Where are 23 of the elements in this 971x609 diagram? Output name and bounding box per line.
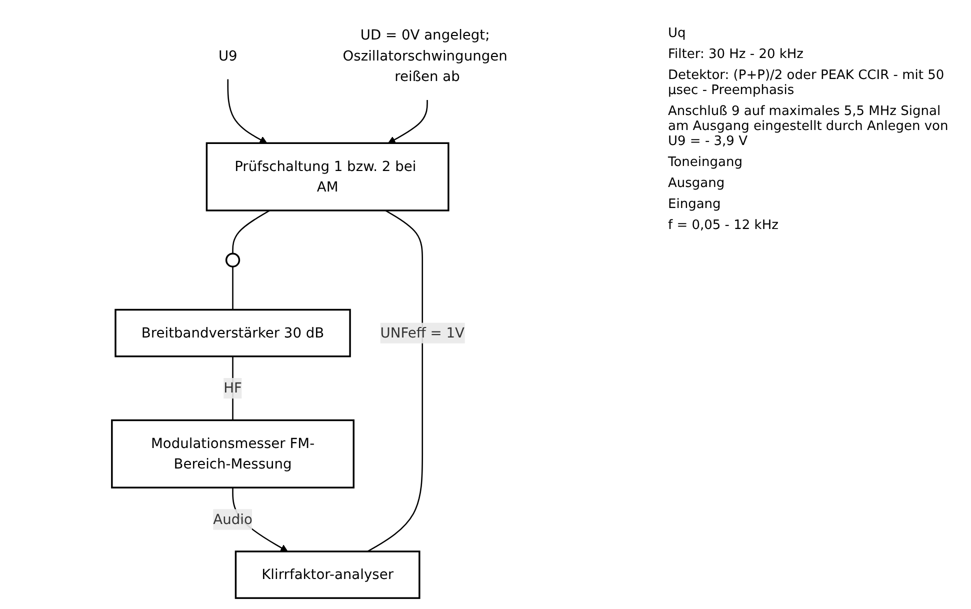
arrow bbox=[388, 99, 428, 143]
node-box: Modulationsmesser FM-Bereich-Messung bbox=[111, 418, 354, 488]
node-text: UD = 0V angelegt; Oszillatorschwingungen reißen ab bbox=[342, 26, 508, 84]
note-text: Toneingang bbox=[668, 155, 744, 170]
note-text: Uq bbox=[668, 26, 687, 41]
note-text: Eingang bbox=[668, 197, 722, 212]
connector bbox=[232, 209, 270, 254]
note-text: f = 0,05 - 12 kHz bbox=[668, 218, 780, 233]
connector bbox=[367, 209, 423, 552]
edge-label: HF bbox=[224, 379, 242, 396]
node-box: Breitbandverstärker 30 dB bbox=[114, 308, 351, 357]
connector bbox=[232, 266, 234, 310]
note-text: Filter: 30 Hz - 20 kHz bbox=[668, 47, 805, 62]
edge-label: Audio bbox=[213, 510, 252, 527]
note-text: Ausgang bbox=[668, 176, 726, 191]
node-circle bbox=[225, 252, 240, 267]
note-text: Detektor: (P+P)/2 oder PEAK CCIR - mit 50 µsec - Preemphasis bbox=[668, 68, 946, 98]
node-box: Klirrfaktor-analyser bbox=[234, 550, 420, 598]
note-text: Anschluß 9 auf maximales 5,5 MHz Signal am Ausgang eingestellt durch Anlegen von U9 = - 3,9 V bbox=[668, 104, 950, 149]
arrow bbox=[227, 78, 268, 143]
node-box: Prüfschaltung 1 bzw. 2 bei AM bbox=[206, 142, 450, 211]
node-text: U9 bbox=[218, 46, 238, 64]
edge-label: UNFeff = 1V bbox=[380, 324, 464, 340]
